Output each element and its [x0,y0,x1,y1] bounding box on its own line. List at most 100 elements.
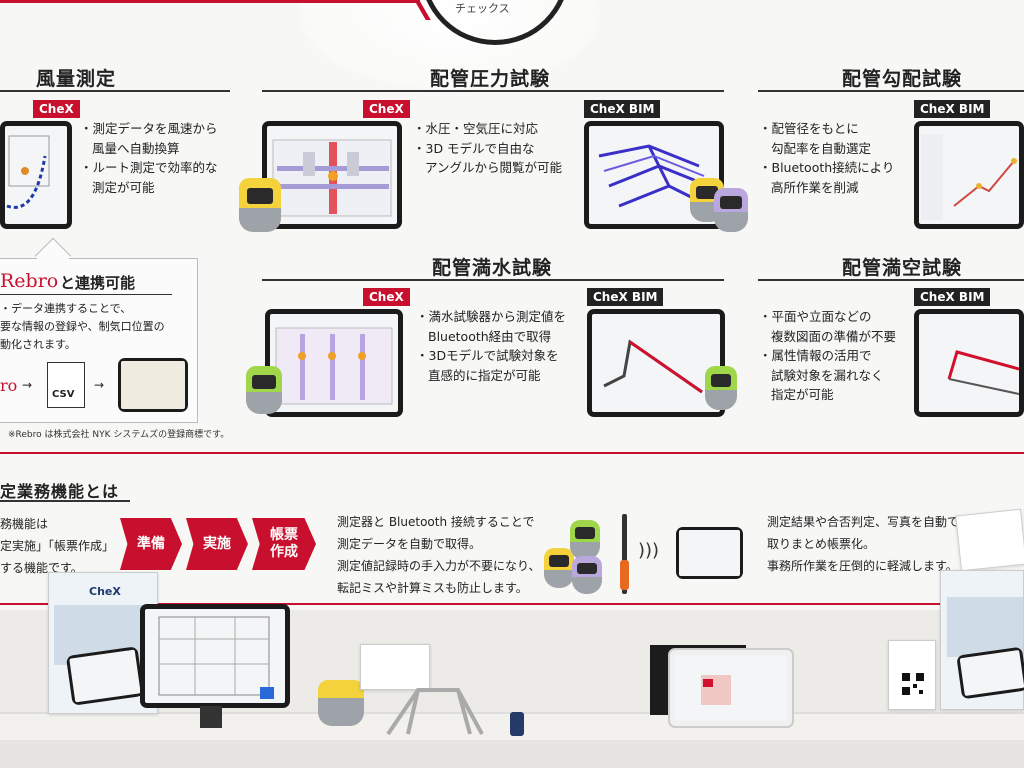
fillwater-tester-device [705,366,737,410]
bullet-text: ・3Dモデルで試験対象を [416,348,559,363]
pressure-gauge-device [714,188,748,232]
tablet-screen [69,649,141,703]
csv-label: CSV [52,389,75,400]
badge-chex-pressure: CheX [363,100,410,118]
bullet-text: ・属性情報の活用で [759,348,872,363]
bullet-text: 試験対象を漏れなく [771,367,884,383]
bullet-text: ・3D モデルで自由な [413,140,535,156]
bullets-fillwater: ・満水試験器から測定値を Bluetooth経由で取得 ・3Dモデルで試験対象を… [416,307,566,385]
tablet-screen [919,314,1019,412]
section-rule-slope [758,90,1024,92]
device-display [549,555,569,568]
brochure-logo: CheX [89,585,121,598]
pressure-diagram [272,139,392,217]
features-rule [0,500,130,502]
tablet-fillwater-2d [265,309,403,417]
bullet-text: Bluetooth経由で取得 [428,328,552,344]
tablet-screen [679,530,740,576]
qr-code-icon [900,671,926,697]
section-rule-empty [758,279,1024,281]
section-title-pressure: 配管圧力試験 [430,68,551,90]
bullet-text: 複数図面の準備が不要 [771,328,897,344]
brochure-tablet-image [65,646,145,706]
bullets-empty: ・平面や立面などの 複数図面の準備が不要 ・属性情報の活用で 試験対象を漏れなく… [759,307,896,405]
device-display [577,562,597,575]
device-display [720,195,742,210]
right-line: 取りまとめ帳票化。 [767,537,876,551]
report-drawing [701,675,731,705]
step-execute: 実施 [186,518,248,570]
bullet-text: 直感的に指定が可能 [428,367,541,383]
section-title-fillwater: 配管満水試験 [432,257,553,279]
rebro-title: と連携可能 [60,274,136,292]
device-base [246,392,282,414]
intro-line: 務機能は [0,517,49,531]
section-divider-red [0,452,1024,454]
rebro-line: 動化されます。 [0,338,76,351]
section-title-slope: 配管勾配試験 [842,68,963,90]
bullet-text: ・配管径をもとに [759,121,859,136]
bullets-airflow: ・測定データを風速から 風量へ自動換算 ・ルート測定で効率的な 測定が可能 [80,119,218,197]
measuring-device [570,520,600,560]
floorplan-drawing [158,616,274,699]
tablet-screen [267,126,397,224]
bullet-text: ・平面や立面などの [759,309,872,324]
probe-device [622,514,627,594]
tablet-report [676,527,743,579]
badge-chex-fillwater: CheX [363,288,410,306]
bullet-text: ・ルート測定で効率的な [80,160,218,175]
device-base [572,576,602,594]
tablet-screen [270,314,398,412]
rebro-logo-small: ro [0,376,18,395]
bullet-text: 指定が可能 [771,387,834,402]
device-base [318,698,364,726]
brochure-photo [947,597,1023,657]
pipe-3d-model [598,144,710,208]
rebro-rule [0,294,172,295]
empty-pipe-model [947,350,1019,395]
bullet-text: アングルから閲覧が可能 [425,160,563,175]
counter-front [0,740,1024,768]
badge-chex-airflow: CheX [33,100,80,118]
metal-stand [386,688,484,736]
device-base [714,212,748,232]
section-title-airflow: 風量測定 [36,68,117,90]
badge-chexbim-fillwater: CheX BIM [587,288,664,306]
bullets-slope: ・配管径をもとに 勾配率を自動選定 ・Bluetooth接続により 高所作業を削… [759,119,894,197]
tablet-screen [919,126,1019,224]
arrow-icon: → [22,378,33,392]
qr-card [888,640,936,710]
right-line: 測定結果や合否判定、写真を自動で [767,515,960,529]
badge-chexbim-pressure: CheX BIM [584,100,661,118]
middle-line: 測定器と Bluetooth 接続することで [337,515,535,529]
device-display [710,373,732,388]
tablet-rebro [118,358,188,412]
tablet-screen [675,655,787,721]
step-report: 帳票 作成 [252,518,316,570]
top-red-line [0,0,420,3]
device-base [239,207,281,232]
section-title-empty: 配管満空試験 [842,257,963,279]
features-middle-text: 測定器と Bluetooth 接続することで 測定データを自動で取得。 測定値記… [337,511,541,599]
measuring-device [572,556,602,594]
middle-line: 測定データを自動で取得。 [337,537,482,551]
badge-chexbim-slope: CheX BIM [914,100,991,118]
features-intro: 務機能は 定実施」「帳票作成」 する機能です。 [0,513,114,579]
step-prepare: 準備 [120,518,182,570]
tablet-screen [959,650,1024,696]
device-base [544,570,574,588]
intro-line: する機能です。 [0,561,83,575]
slope-route-drawing [921,134,1017,220]
tablet-fillwater-3d [587,309,725,417]
tablet-screen [592,314,720,412]
badge-chexbim-empty: CheX BIM [914,288,991,306]
tablet-pressure-2d [262,121,402,229]
tablet-screen [145,609,285,703]
probe-handle [620,560,629,590]
brochure-tablet-image [956,646,1024,700]
bullet-text: 高所作業を削減 [771,179,859,195]
tablet-airflow [0,121,72,229]
info-card [360,644,430,690]
tablet-empty [914,309,1024,417]
rebro-line: 要な情報の登録や、制気口位置の [0,320,165,333]
